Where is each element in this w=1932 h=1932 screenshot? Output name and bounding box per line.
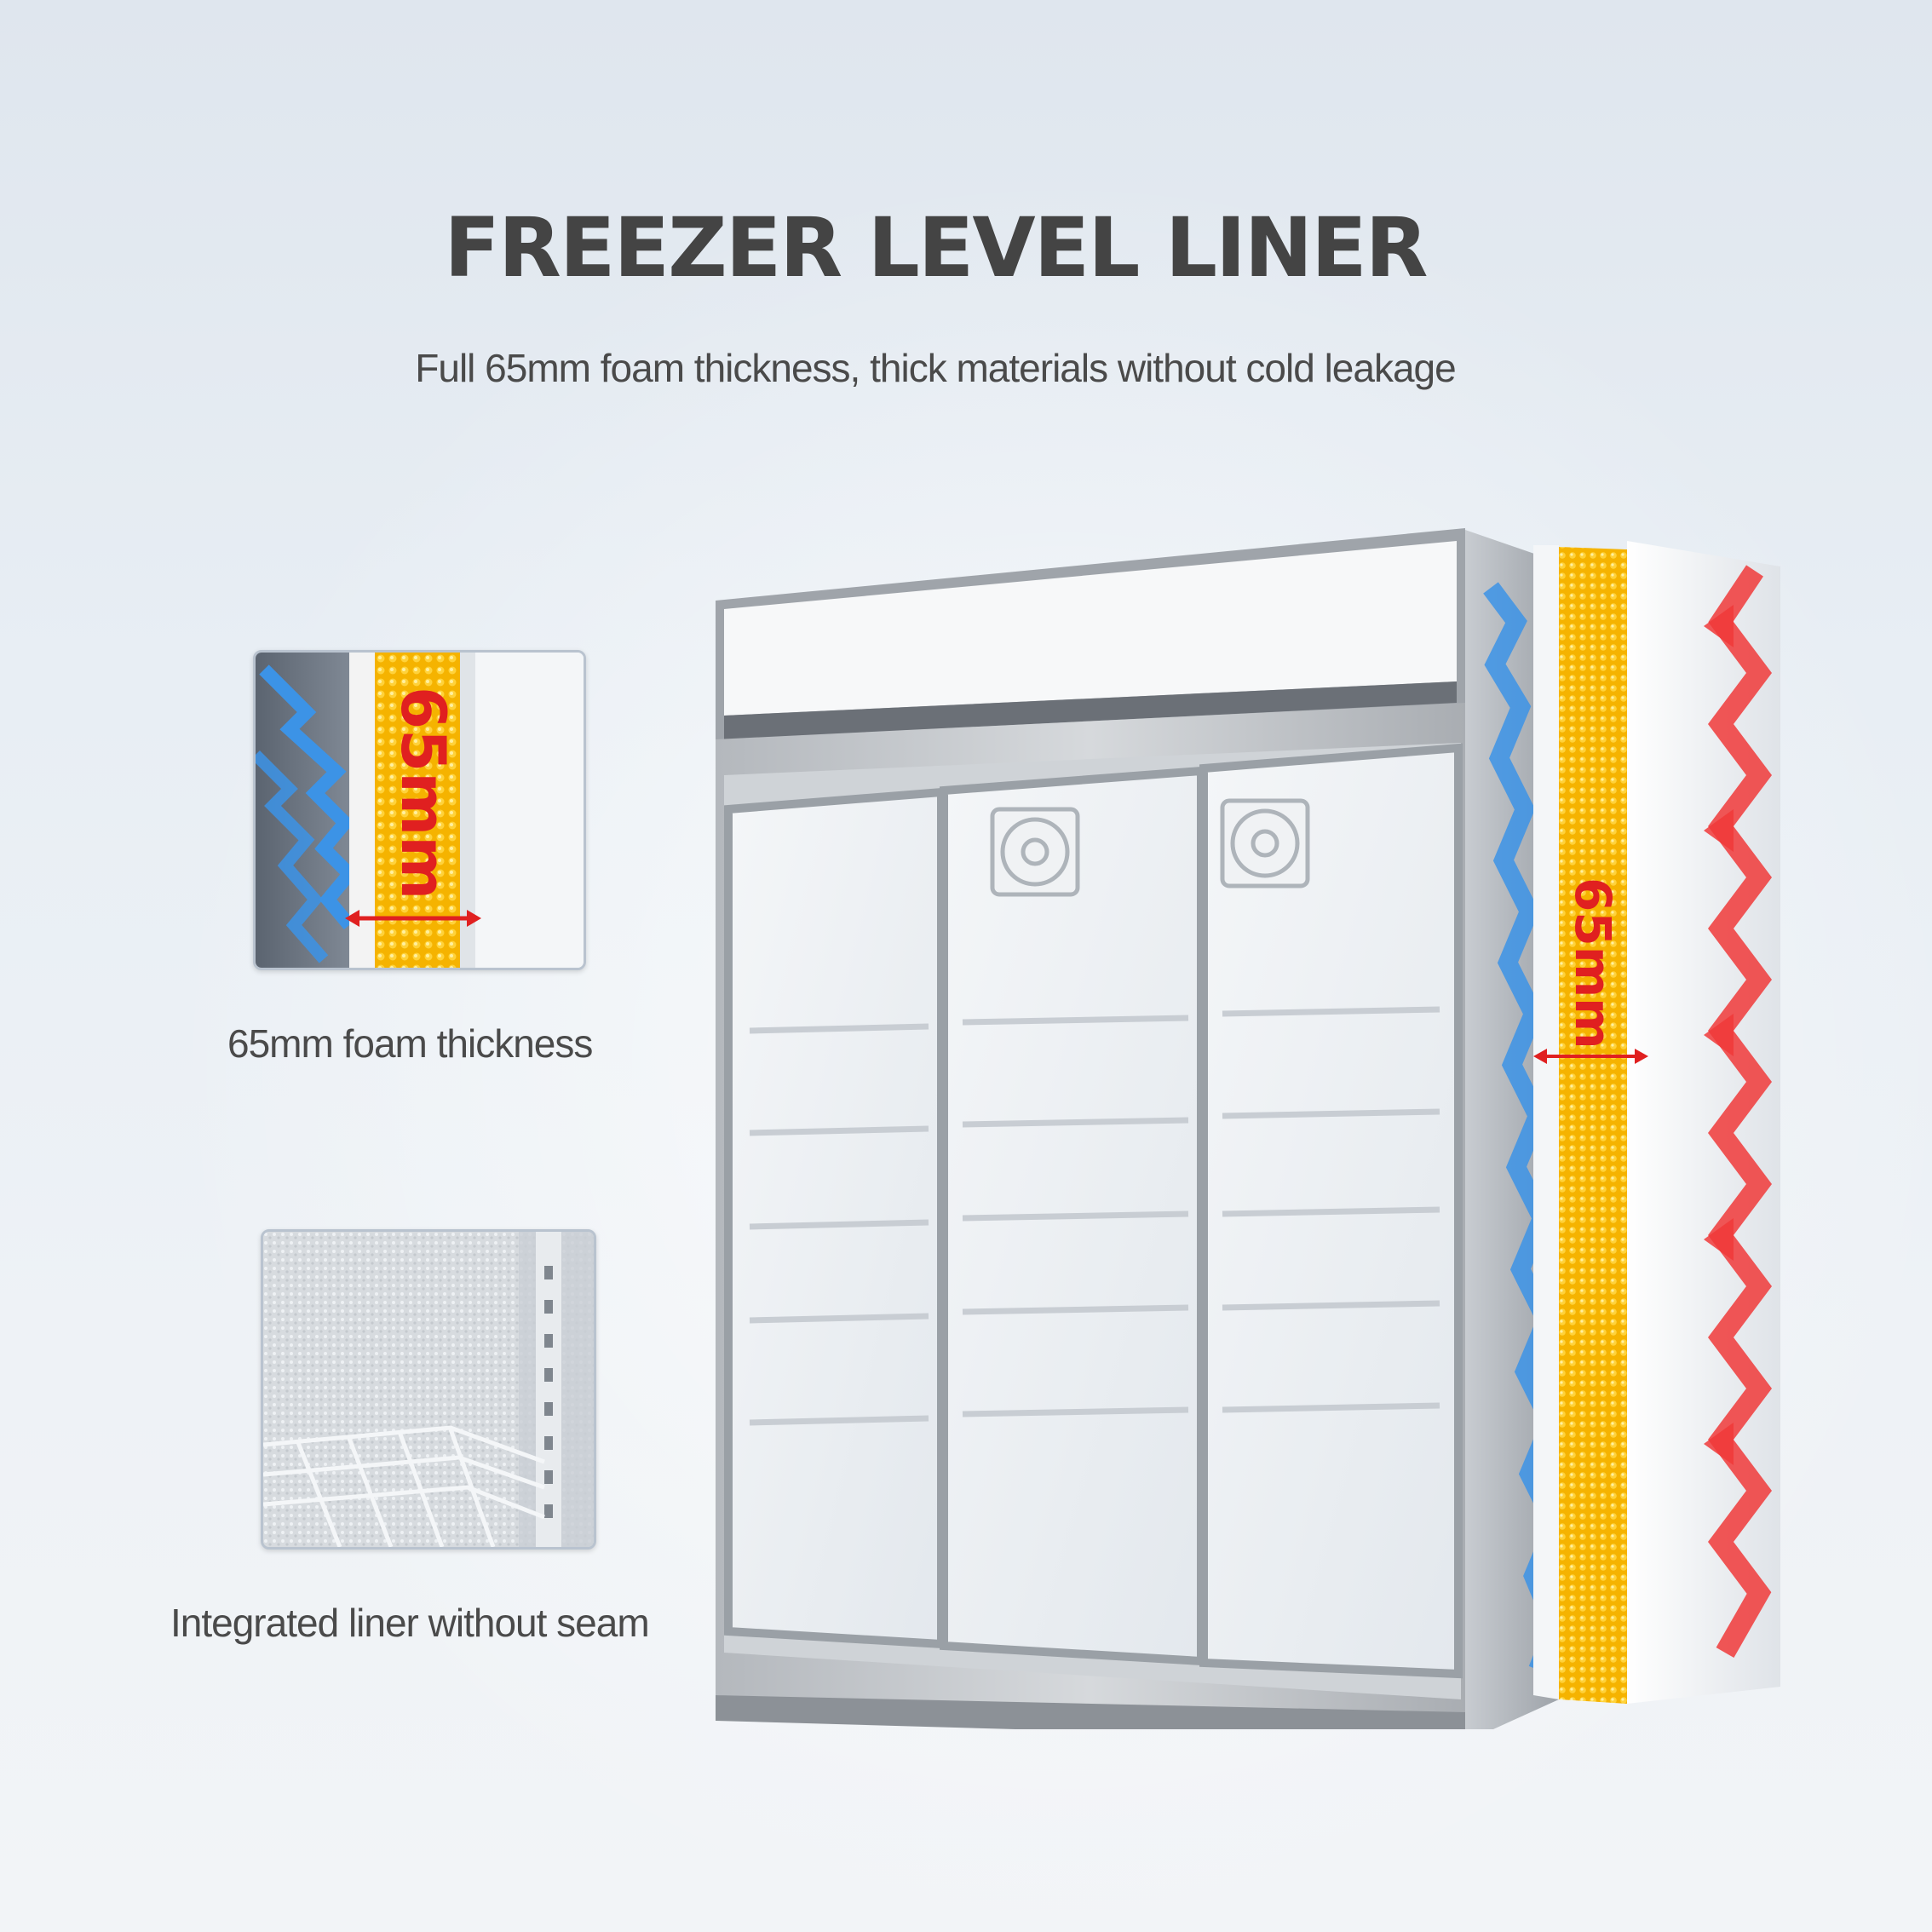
seamless-liner-icon: [263, 1232, 594, 1547]
seamless-liner-inset: [261, 1229, 596, 1550]
wall-thickness-label: 65mm: [1564, 877, 1622, 1049]
glass-door-freezer-icon: 65mm: [716, 528, 1780, 1742]
foam-thickness-inset: 65mm: [253, 650, 586, 970]
inset-thickness-label: 65mm: [388, 687, 459, 900]
page-title: FREEZER LEVEL LINER: [444, 200, 1428, 296]
foam-thickness-caption: 65mm foam thickness: [227, 1021, 593, 1066]
freezer-illustration: 65mm: [699, 520, 1797, 1742]
seamless-liner-caption: Integrated liner without seam: [170, 1601, 650, 1645]
page-subtitle: Full 65mm foam thickness, thick material…: [415, 346, 1456, 390]
foam-cross-section-icon: 65mm: [256, 653, 584, 968]
